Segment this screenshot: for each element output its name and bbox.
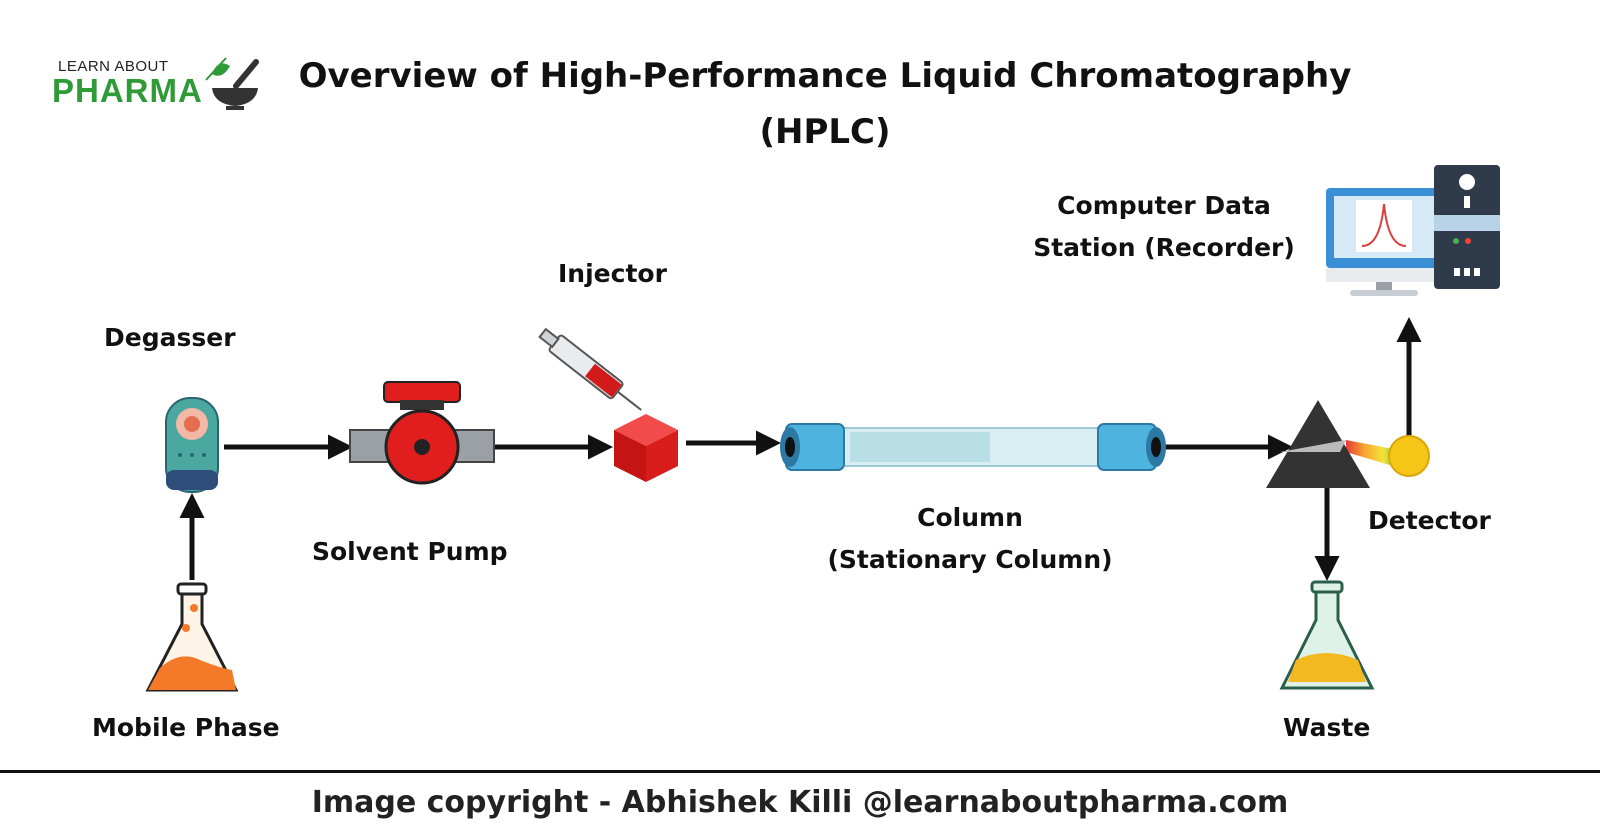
label-column-line-2: (Stationary Column) [827,545,1113,574]
logo-text-top: LEARN ABOUT [58,58,169,75]
label-computer-data-station: Computer Data Station (Recorder) [1004,185,1324,269]
label-degasser: Degasser [104,323,236,352]
label-waste: Waste [1283,713,1371,742]
label-solvent-pump: Solvent Pump [312,537,508,566]
mortar-pestle-icon [205,57,259,110]
waste-flask-icon [1279,580,1375,690]
injector-cube-icon [614,414,678,482]
prism-detector-icon [1266,400,1430,488]
footer-divider [0,770,1600,773]
label-column: Column (Stationary Column) [790,497,1150,581]
mobile-phase-flask-icon [145,582,239,692]
title-line-1: Overview of High-Performance Liquid Chro… [298,56,1352,96]
label-mobile-phase: Mobile Phase [92,713,280,742]
page-title: Overview of High-Performance Liquid Chro… [250,48,1400,160]
solvent-pump-icon [349,381,495,485]
syringe-icon [538,327,642,411]
column-icon [780,423,1166,471]
copyright-footer: Image copyright - Abhishek Killi @learna… [311,785,1289,820]
label-column-line-1: Column [917,503,1023,532]
degasser-icon [165,397,219,493]
computer-icon [1326,165,1500,296]
title-line-2: (HPLC) [759,112,891,152]
logo-text-main: PHARMA [52,72,203,109]
label-injector: Injector [558,259,667,288]
label-detector: Detector [1368,506,1491,535]
label-computer-line-1: Computer Data [1057,191,1271,220]
label-computer-line-2: Station (Recorder) [1033,233,1295,262]
